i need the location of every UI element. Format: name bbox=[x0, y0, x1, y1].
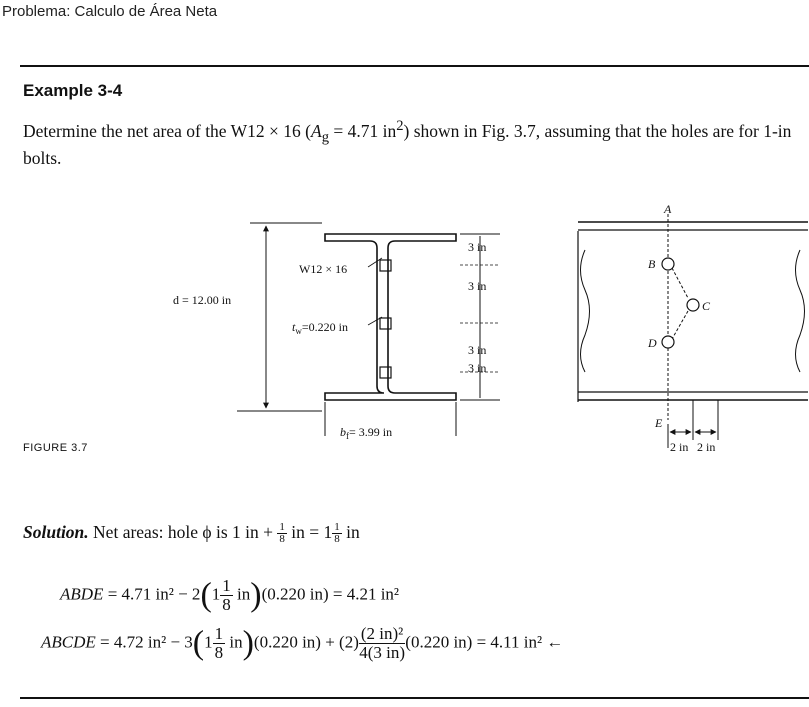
point-a: A bbox=[663, 202, 672, 216]
eq1-part1: = 4.71 in² − 2 bbox=[103, 584, 201, 604]
spacing-label-1: 3 in bbox=[468, 240, 486, 254]
point-b: B bbox=[648, 257, 656, 271]
hole-2 bbox=[379, 317, 392, 330]
eq2-whole: 1 bbox=[204, 632, 213, 652]
problem-statement: Determine the net area of the W12 × 16 (… bbox=[23, 116, 809, 169]
solution-intro-end: in bbox=[341, 522, 360, 542]
eq2-part2: (0.220 in) + (2) bbox=[253, 632, 359, 652]
hole-1 bbox=[379, 259, 392, 272]
stagger-label-1: 2 in bbox=[670, 440, 688, 454]
ag-value: = 4.71 in bbox=[328, 120, 397, 141]
solution-intro-text: Net areas: hole ϕ is 1 in + bbox=[88, 522, 278, 542]
stagger-line-bc bbox=[671, 267, 689, 299]
figure-caption: FIGURE 3.7 bbox=[23, 442, 88, 454]
spacing-label-2: 3 in bbox=[468, 279, 486, 293]
hole-b bbox=[661, 257, 675, 271]
solution-heading: Solution. bbox=[23, 522, 89, 542]
eq2-part1: = 4.72 in² − 3 bbox=[95, 632, 193, 652]
spacing-label-3: 3 in bbox=[468, 343, 486, 357]
figure-3-7: W12 × 16 tw=0.220 in d = 12.00 in bf= 3.… bbox=[173, 202, 808, 454]
eq2-part3: (0.220 in) = 4.11 in² ← bbox=[405, 632, 564, 652]
point-d: D bbox=[647, 336, 657, 350]
ag-subscript: g bbox=[321, 129, 329, 146]
hole-3 bbox=[379, 366, 392, 379]
top-divider bbox=[20, 65, 809, 67]
eq1-part2: (0.220 in) = 4.21 in² bbox=[261, 584, 400, 604]
stagger-label-2: 2 in bbox=[697, 440, 715, 454]
solution-intro-mid: in = 1 bbox=[286, 522, 333, 542]
eq2-unit: in bbox=[225, 632, 243, 652]
stagger-line-cd bbox=[671, 310, 689, 340]
point-e: E bbox=[654, 416, 663, 430]
eq2-lhs: ABCDE bbox=[41, 632, 96, 652]
section-label: W12 × 16 bbox=[299, 262, 347, 276]
point-c: C bbox=[702, 299, 711, 313]
eq1-unit: in bbox=[232, 584, 251, 604]
statement-text: Determine the net area of the W12 × 16 ( bbox=[23, 120, 311, 141]
statement-text-end: ) shown in Fig. 3.7, assuming that the h… bbox=[23, 120, 792, 169]
spacing-label-4: 3 in bbox=[468, 361, 486, 375]
w-section-outline bbox=[324, 233, 457, 401]
depth-label: d = 12.00 in bbox=[173, 293, 231, 307]
hole-c bbox=[686, 298, 700, 312]
problem-title: Problema: Calculo de Área Neta bbox=[2, 3, 218, 20]
eq1-whole: 1 bbox=[211, 584, 221, 604]
ag-symbol: A bbox=[310, 120, 322, 141]
hole-d bbox=[661, 335, 675, 349]
bottom-divider bbox=[20, 697, 809, 699]
ag-exponent: 2 bbox=[396, 118, 404, 134]
web-thickness-label: tw=0.220 in bbox=[292, 320, 348, 336]
eq1-lhs: ABDE bbox=[60, 584, 104, 604]
example-title: Example 3-4 bbox=[23, 81, 123, 100]
flange-width-label: bf= 3.99 in bbox=[340, 425, 392, 441]
